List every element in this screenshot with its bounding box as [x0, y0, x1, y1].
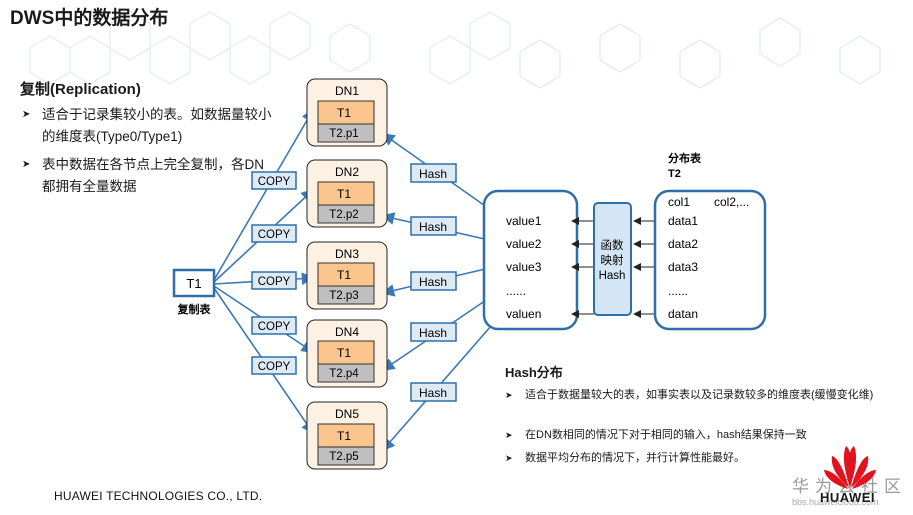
- hash-function-label: 函数: [601, 238, 624, 252]
- watermark-url: bbs.huaweicloud.com: [792, 497, 879, 507]
- dist-table-name: T2: [668, 168, 681, 180]
- dist-table-col: col1: [668, 195, 690, 209]
- dn-t1: T1: [337, 429, 351, 443]
- dist-table-box: [653, 189, 767, 331]
- replication-bullet: ➤ 表中数据在各节点上完全复制，各DN都拥有全量数据: [22, 154, 272, 198]
- hash-bullet: ➤ 在DN数相同的情况下对于相同的输入，hash结果保持一致: [505, 427, 905, 444]
- hash-function-box: [593, 202, 632, 316]
- dn-partition: T2.p1: [329, 128, 358, 140]
- bullet-arrow-icon: ➤: [505, 453, 513, 463]
- bullet-arrow-icon: ➤: [22, 159, 31, 170]
- value-item: value3: [506, 260, 542, 274]
- replication-bullet-text: 适合于记录集较小的表。如数据量较小的维度表(Type0/Type1): [42, 107, 272, 144]
- hash-function-label: Hash: [599, 270, 626, 282]
- huawei-logo-text: HUAWEI: [820, 490, 875, 505]
- copy-label: COPY: [258, 361, 291, 373]
- watermark-text: 华为云社区: [792, 477, 907, 496]
- copy-label: COPY: [258, 321, 291, 333]
- dn-t1: T1: [337, 187, 351, 201]
- replication-bullet: ➤ 适合于记录集较小的表。如数据量较小的维度表(Type0/Type1): [22, 104, 272, 148]
- hash-label: Hash: [419, 326, 447, 340]
- source-table-label: T1: [186, 276, 201, 291]
- dist-table-cell: data1: [668, 214, 698, 228]
- dn-node-4: DN4 T1 T2.p4: [306, 319, 388, 388]
- dist-table-cell: data3: [668, 260, 698, 274]
- dn-t1: T1: [337, 106, 351, 120]
- replication-bullet-text: 表中数据在各节点上完全复制，各DN都拥有全量数据: [42, 157, 264, 194]
- copy-label: COPY: [258, 276, 291, 288]
- value-item: valuen: [506, 307, 541, 321]
- hash-bullet: ➤ 适合于数据量较大的表，如事实表以及记录数较多的维度表(缓慢变化维): [505, 387, 905, 404]
- hash-label: Hash: [419, 386, 447, 400]
- dist-table-cell: data2: [668, 237, 698, 251]
- dn-partition: T2.p5: [329, 451, 358, 463]
- page-title: DWS中的数据分布: [10, 8, 169, 29]
- hash-bullet-text: 适合于数据量较大的表，如事实表以及记录数较多的维度表(缓慢变化维): [525, 389, 874, 401]
- hash-label: Hash: [419, 275, 447, 289]
- dn-name: DN5: [335, 407, 359, 421]
- hash-label: Hash: [419, 220, 447, 234]
- dist-table-col: col2,...: [714, 195, 749, 209]
- bullet-arrow-icon: ➤: [22, 109, 31, 120]
- dn-partition: T2.p3: [329, 290, 358, 302]
- value-box: [482, 189, 579, 331]
- dn-partition: T2.p4: [329, 368, 359, 380]
- dist-table-cell: datan: [668, 307, 698, 321]
- dn-node-5: DN5 T1 T2.p5: [306, 401, 388, 470]
- source-table-box: [172, 268, 216, 298]
- dn-node-2: DN2 T1 T2.p2: [306, 159, 388, 228]
- bullet-arrow-icon: ➤: [505, 390, 513, 400]
- hash-label: Hash: [419, 167, 447, 181]
- replication-heading: 复制(Replication): [20, 81, 141, 98]
- bullet-arrow-icon: ➤: [505, 430, 513, 440]
- huawei-logo-icon: [824, 446, 876, 489]
- value-item: value2: [506, 237, 542, 251]
- dist-table-title: 分布表: [668, 151, 702, 165]
- dn-node-1: DN1 T1 T2.p1: [306, 78, 388, 147]
- dn-name: DN2: [335, 165, 359, 179]
- value-item: value1: [506, 214, 542, 228]
- dn-t1: T1: [337, 346, 351, 360]
- dist-table-data: data1 data2 data3 ...... datan: [668, 214, 698, 321]
- copy-labels: COPY COPY COPY COPY COPY: [251, 171, 297, 375]
- copy-label: COPY: [258, 229, 291, 241]
- hash-bullet: ➤ 数据平均分布的情况下，并行计算性能最好。: [505, 450, 905, 467]
- hash-function-label: 映射: [601, 253, 624, 267]
- dn-name: DN4: [335, 325, 359, 339]
- value-arrows: [571, 217, 594, 318]
- source-table-caption: 复制表: [177, 302, 212, 316]
- copy-label: COPY: [258, 176, 291, 188]
- dn-partition: T2.p2: [329, 209, 358, 221]
- dn-node-3: DN3 T1 T2.p3: [306, 241, 388, 310]
- hash-labels: Hash Hash Hash Hash Hash: [410, 163, 457, 402]
- dn-name: DN1: [335, 84, 359, 98]
- footer-company: HUAWEI TECHNOLOGIES CO., LTD.: [54, 489, 263, 503]
- dist-table-cell: ......: [668, 284, 688, 298]
- value-list: value1 value2 value3 ...... valuen: [506, 214, 542, 321]
- dn-t1: T1: [337, 268, 351, 282]
- dn-name: DN3: [335, 247, 359, 261]
- value-item: ......: [506, 284, 526, 298]
- hash-bullet-text: 数据平均分布的情况下，并行计算性能最好。: [525, 452, 745, 464]
- hash-heading: Hash分布: [505, 365, 563, 380]
- hash-bullet-text: 在DN数相同的情况下对于相同的输入，hash结果保持一致: [525, 429, 807, 441]
